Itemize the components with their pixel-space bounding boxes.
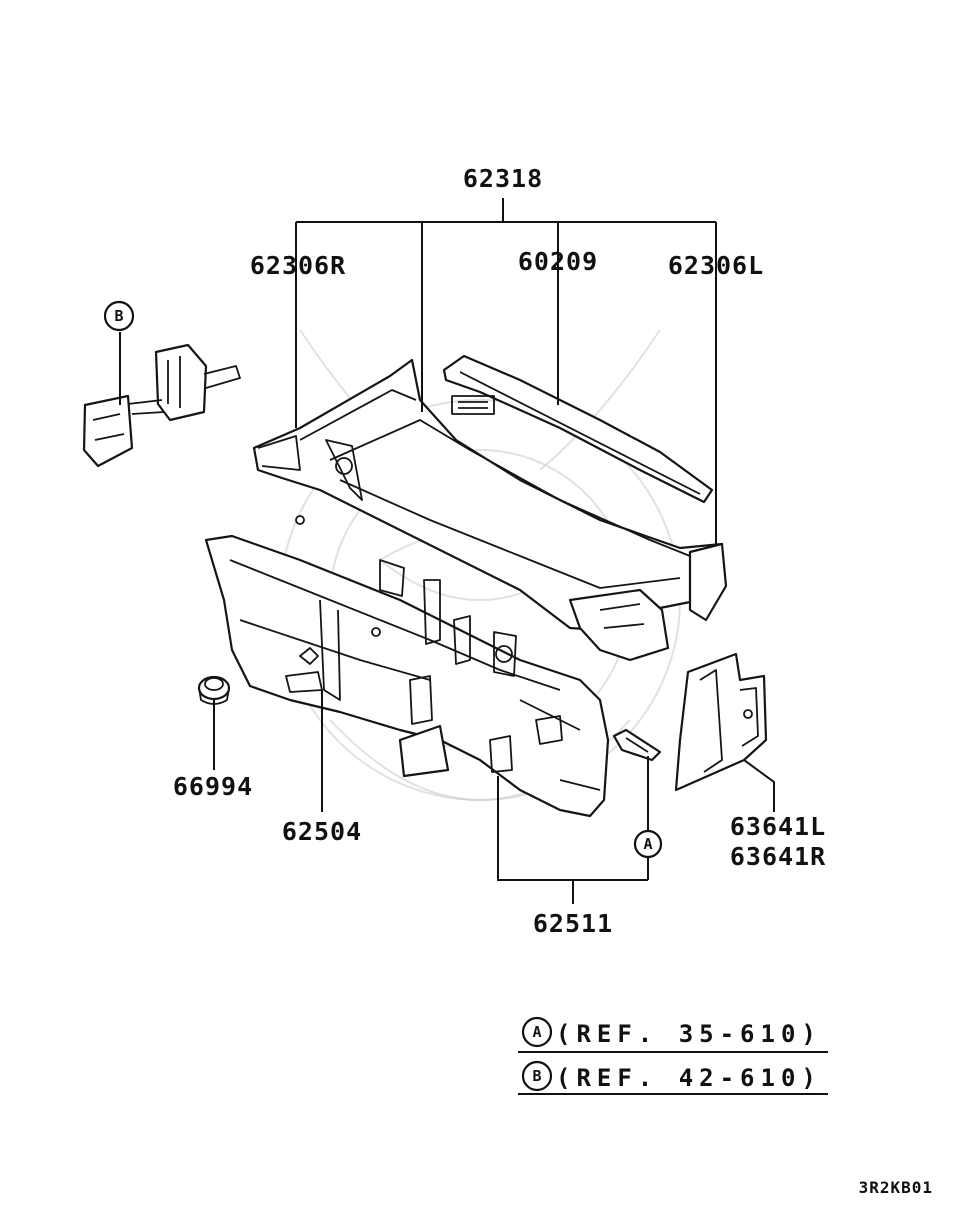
callout-a: A: [633, 829, 663, 859]
label-60209: 60209: [518, 247, 598, 276]
leader-lines: [119, 198, 775, 904]
reference-legend: A (REF. 35-610) B (REF. 42-610): [518, 1016, 828, 1095]
label-63641R: 63641R: [730, 842, 826, 871]
bracket-part-b: [82, 343, 241, 468]
label-62318: 62318: [463, 164, 543, 193]
callout-b: B: [103, 300, 135, 332]
label-62306R: 62306R: [250, 251, 346, 280]
grommet-66994: [197, 675, 231, 705]
ref-b-letter: B: [532, 1067, 541, 1085]
small-bracket-62511: [612, 728, 662, 762]
callout-b-letter: B: [114, 307, 123, 325]
label-62306L: 62306L: [668, 251, 764, 280]
part-number-labels: 62318 62306R 60209 62306L 66994 62504 63…: [173, 164, 826, 938]
label-63641L: 63641L: [730, 812, 826, 841]
label-62511: 62511: [533, 909, 613, 938]
dash-panel-62504: [204, 515, 610, 818]
label-66994: 66994: [173, 772, 253, 801]
ref-a-letter: A: [532, 1023, 541, 1041]
ref-b-text: (REF. 42-610): [556, 1064, 822, 1092]
upper-cowl-assembly-62318: [252, 358, 728, 662]
side-brace-63641: [674, 652, 768, 792]
cowl-top-panel-60209: [442, 354, 714, 504]
label-62504: 62504: [282, 817, 362, 846]
callout-a-letter: A: [643, 835, 652, 853]
ref-a-text: (REF. 35-610): [556, 1020, 822, 1048]
figure-code: 3R2KB01: [859, 1178, 933, 1197]
